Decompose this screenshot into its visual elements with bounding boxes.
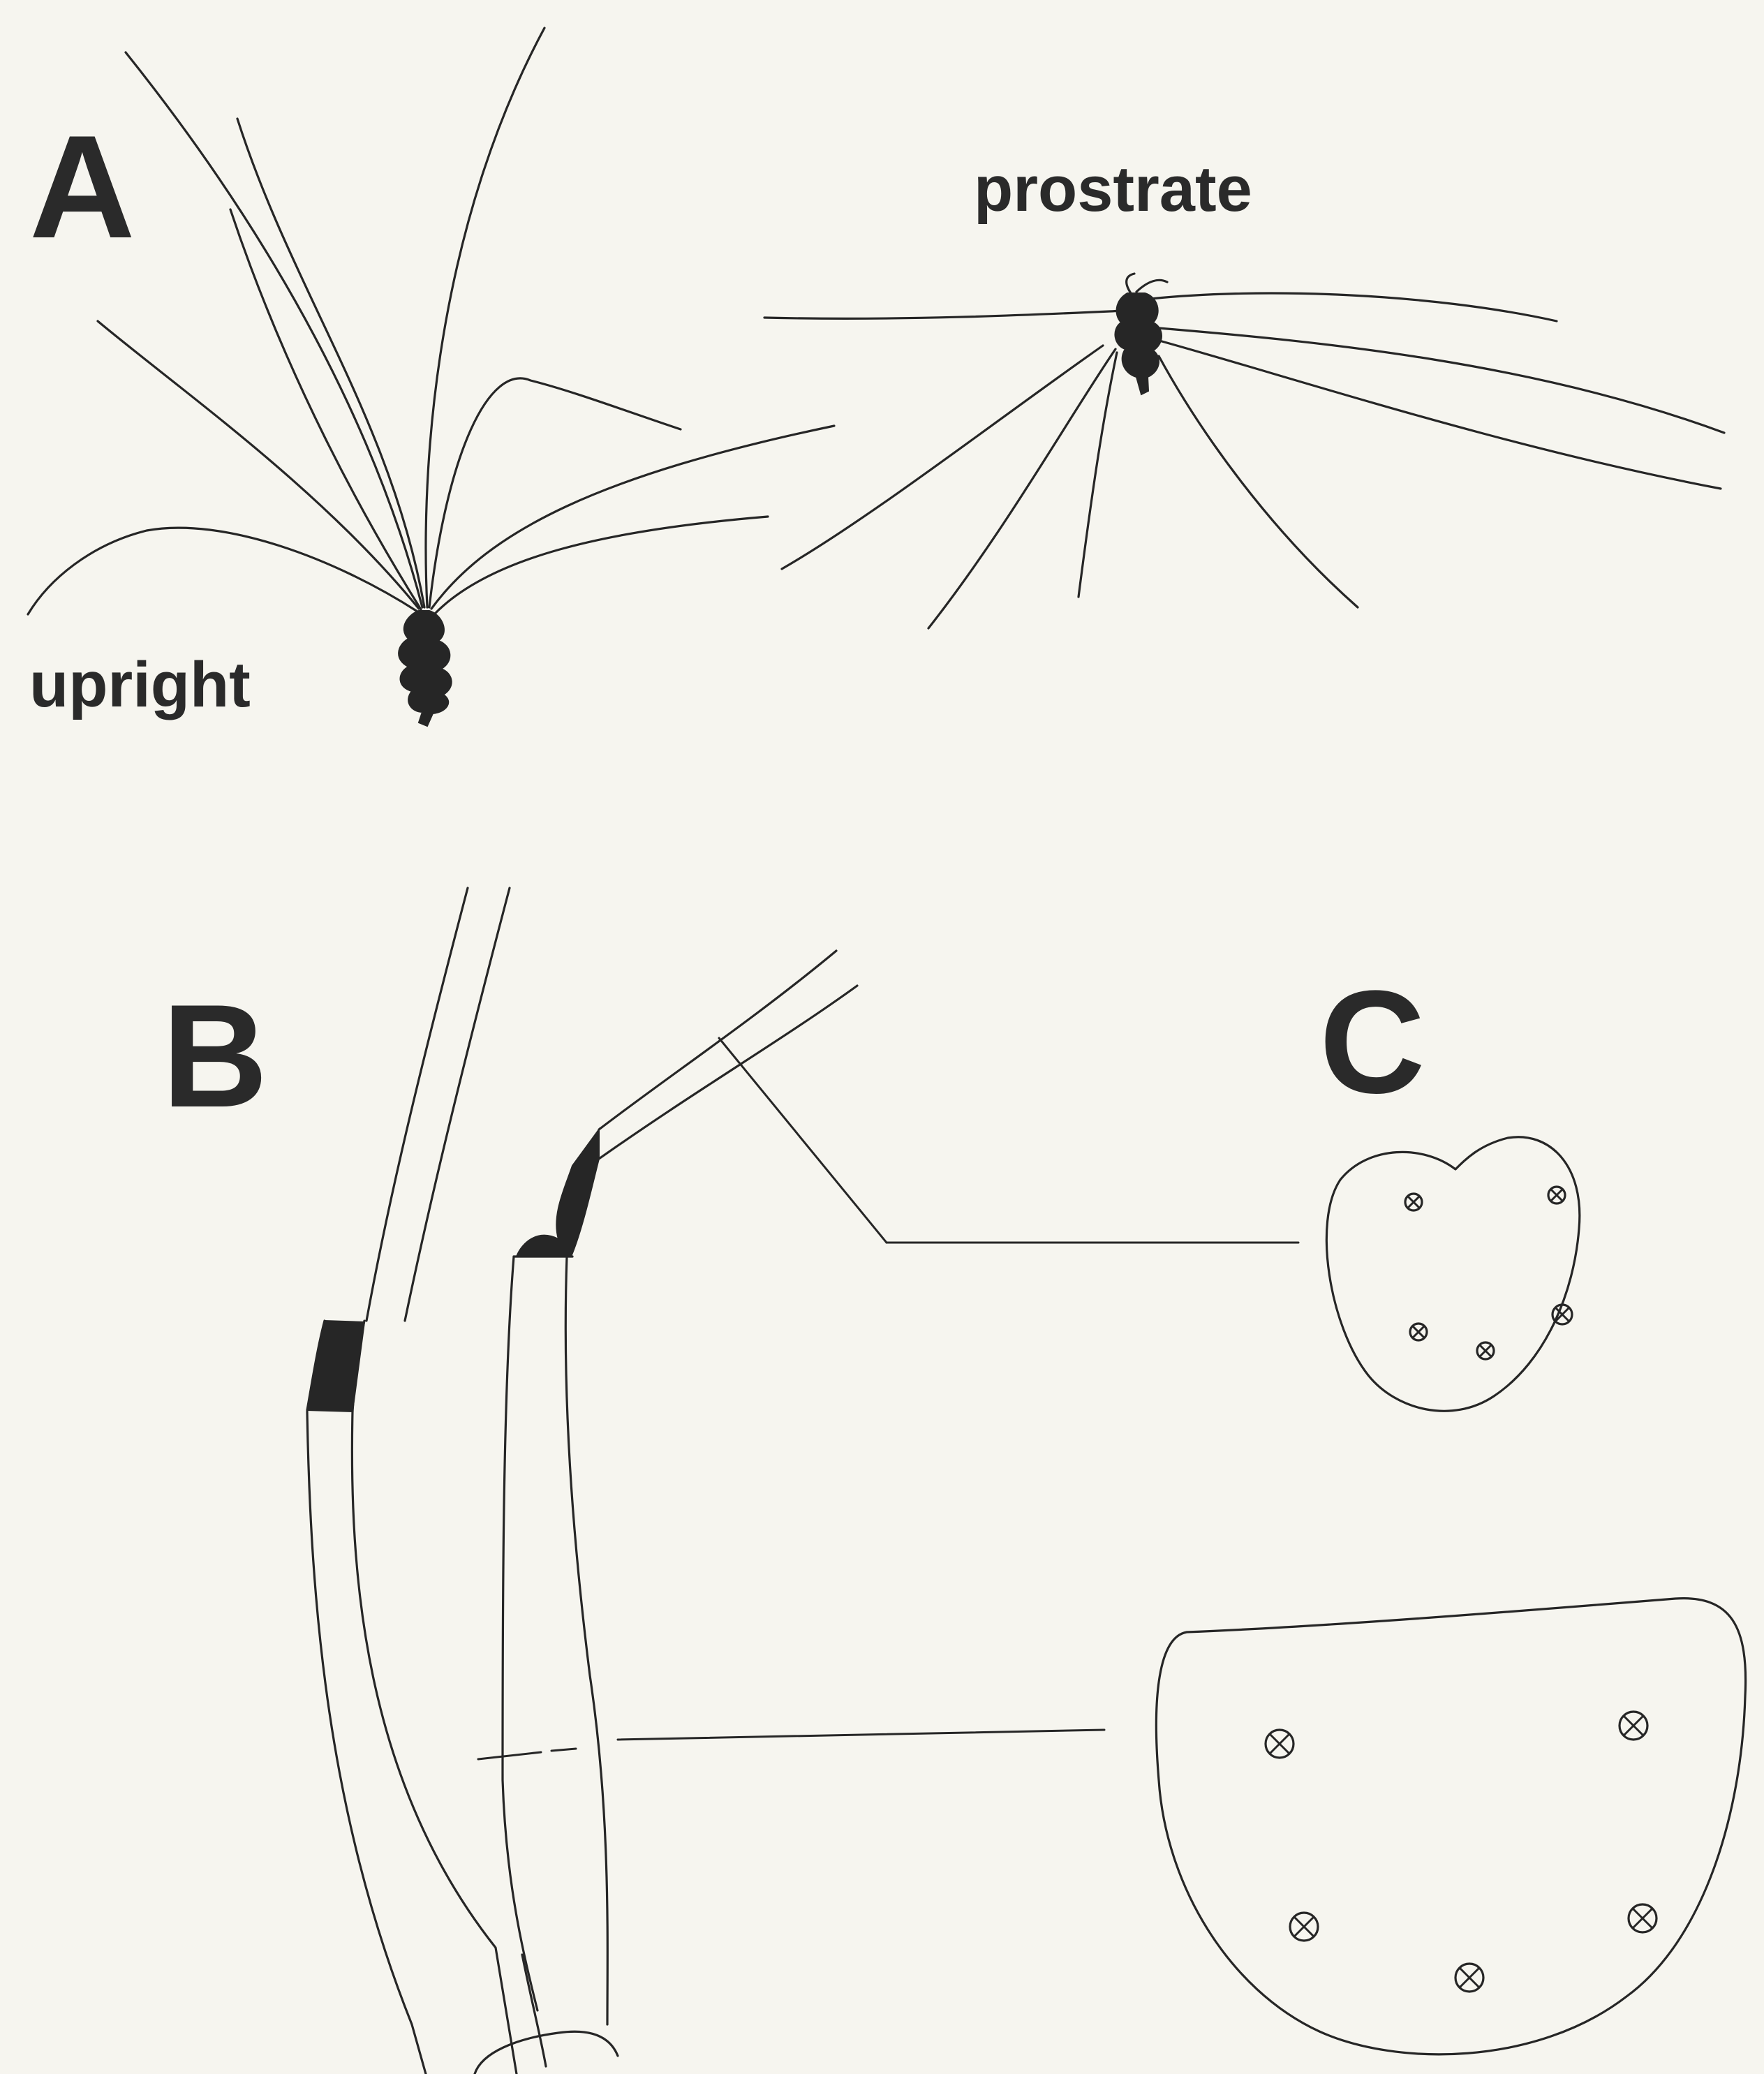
upright-plant-leaves (28, 28, 834, 614)
vascular-bundle-icon (1455, 1964, 1483, 1992)
panel-label-b: B (162, 974, 268, 1138)
right-leaf-dark-band (517, 1129, 599, 1257)
vascular-bundle-icon (1405, 1194, 1422, 1210)
right-leaf (475, 951, 857, 2074)
prostrate-label: prostrate (974, 154, 1252, 225)
prostrate-plant-drawing (764, 274, 1724, 628)
vascular-bundle-icon (1620, 1712, 1647, 1740)
vascular-bundles-lower (1266, 1712, 1656, 1992)
vascular-bundle-icon (1290, 1913, 1318, 1941)
prostrate-plant-corm (1115, 293, 1162, 394)
vascular-bundles-upper (1405, 1187, 1572, 1359)
leader-line-lower (618, 1730, 1104, 1740)
panel-label-a: A (29, 105, 135, 269)
vascular-bundle-icon (1410, 1324, 1427, 1340)
vascular-bundle-icon (1629, 1904, 1656, 1932)
leaf-base-drawing (307, 888, 887, 2074)
vascular-bundle-icon (1477, 1342, 1494, 1359)
upright-plant-drawing (28, 28, 834, 726)
section-line-lower (478, 1752, 541, 1759)
cross-section-lower (1156, 1599, 1745, 2054)
section-line-lower-dash (551, 1749, 576, 1751)
vascular-bundle-icon (1552, 1305, 1572, 1324)
upright-plant-corm (399, 611, 452, 726)
cross-section-upper-outline (1326, 1137, 1579, 1412)
section-line-upper (719, 1038, 887, 1243)
cross-section-upper (1326, 1137, 1579, 1412)
prostrate-plant-leaves (764, 274, 1724, 628)
cross-section-lower-outline (1156, 1599, 1745, 2054)
panel-label-c: C (1319, 960, 1425, 1124)
vascular-bundle-icon (1266, 1730, 1294, 1758)
upright-label: upright (29, 649, 251, 720)
vascular-bundle-icon (1548, 1187, 1565, 1203)
left-leaf (307, 888, 517, 2074)
